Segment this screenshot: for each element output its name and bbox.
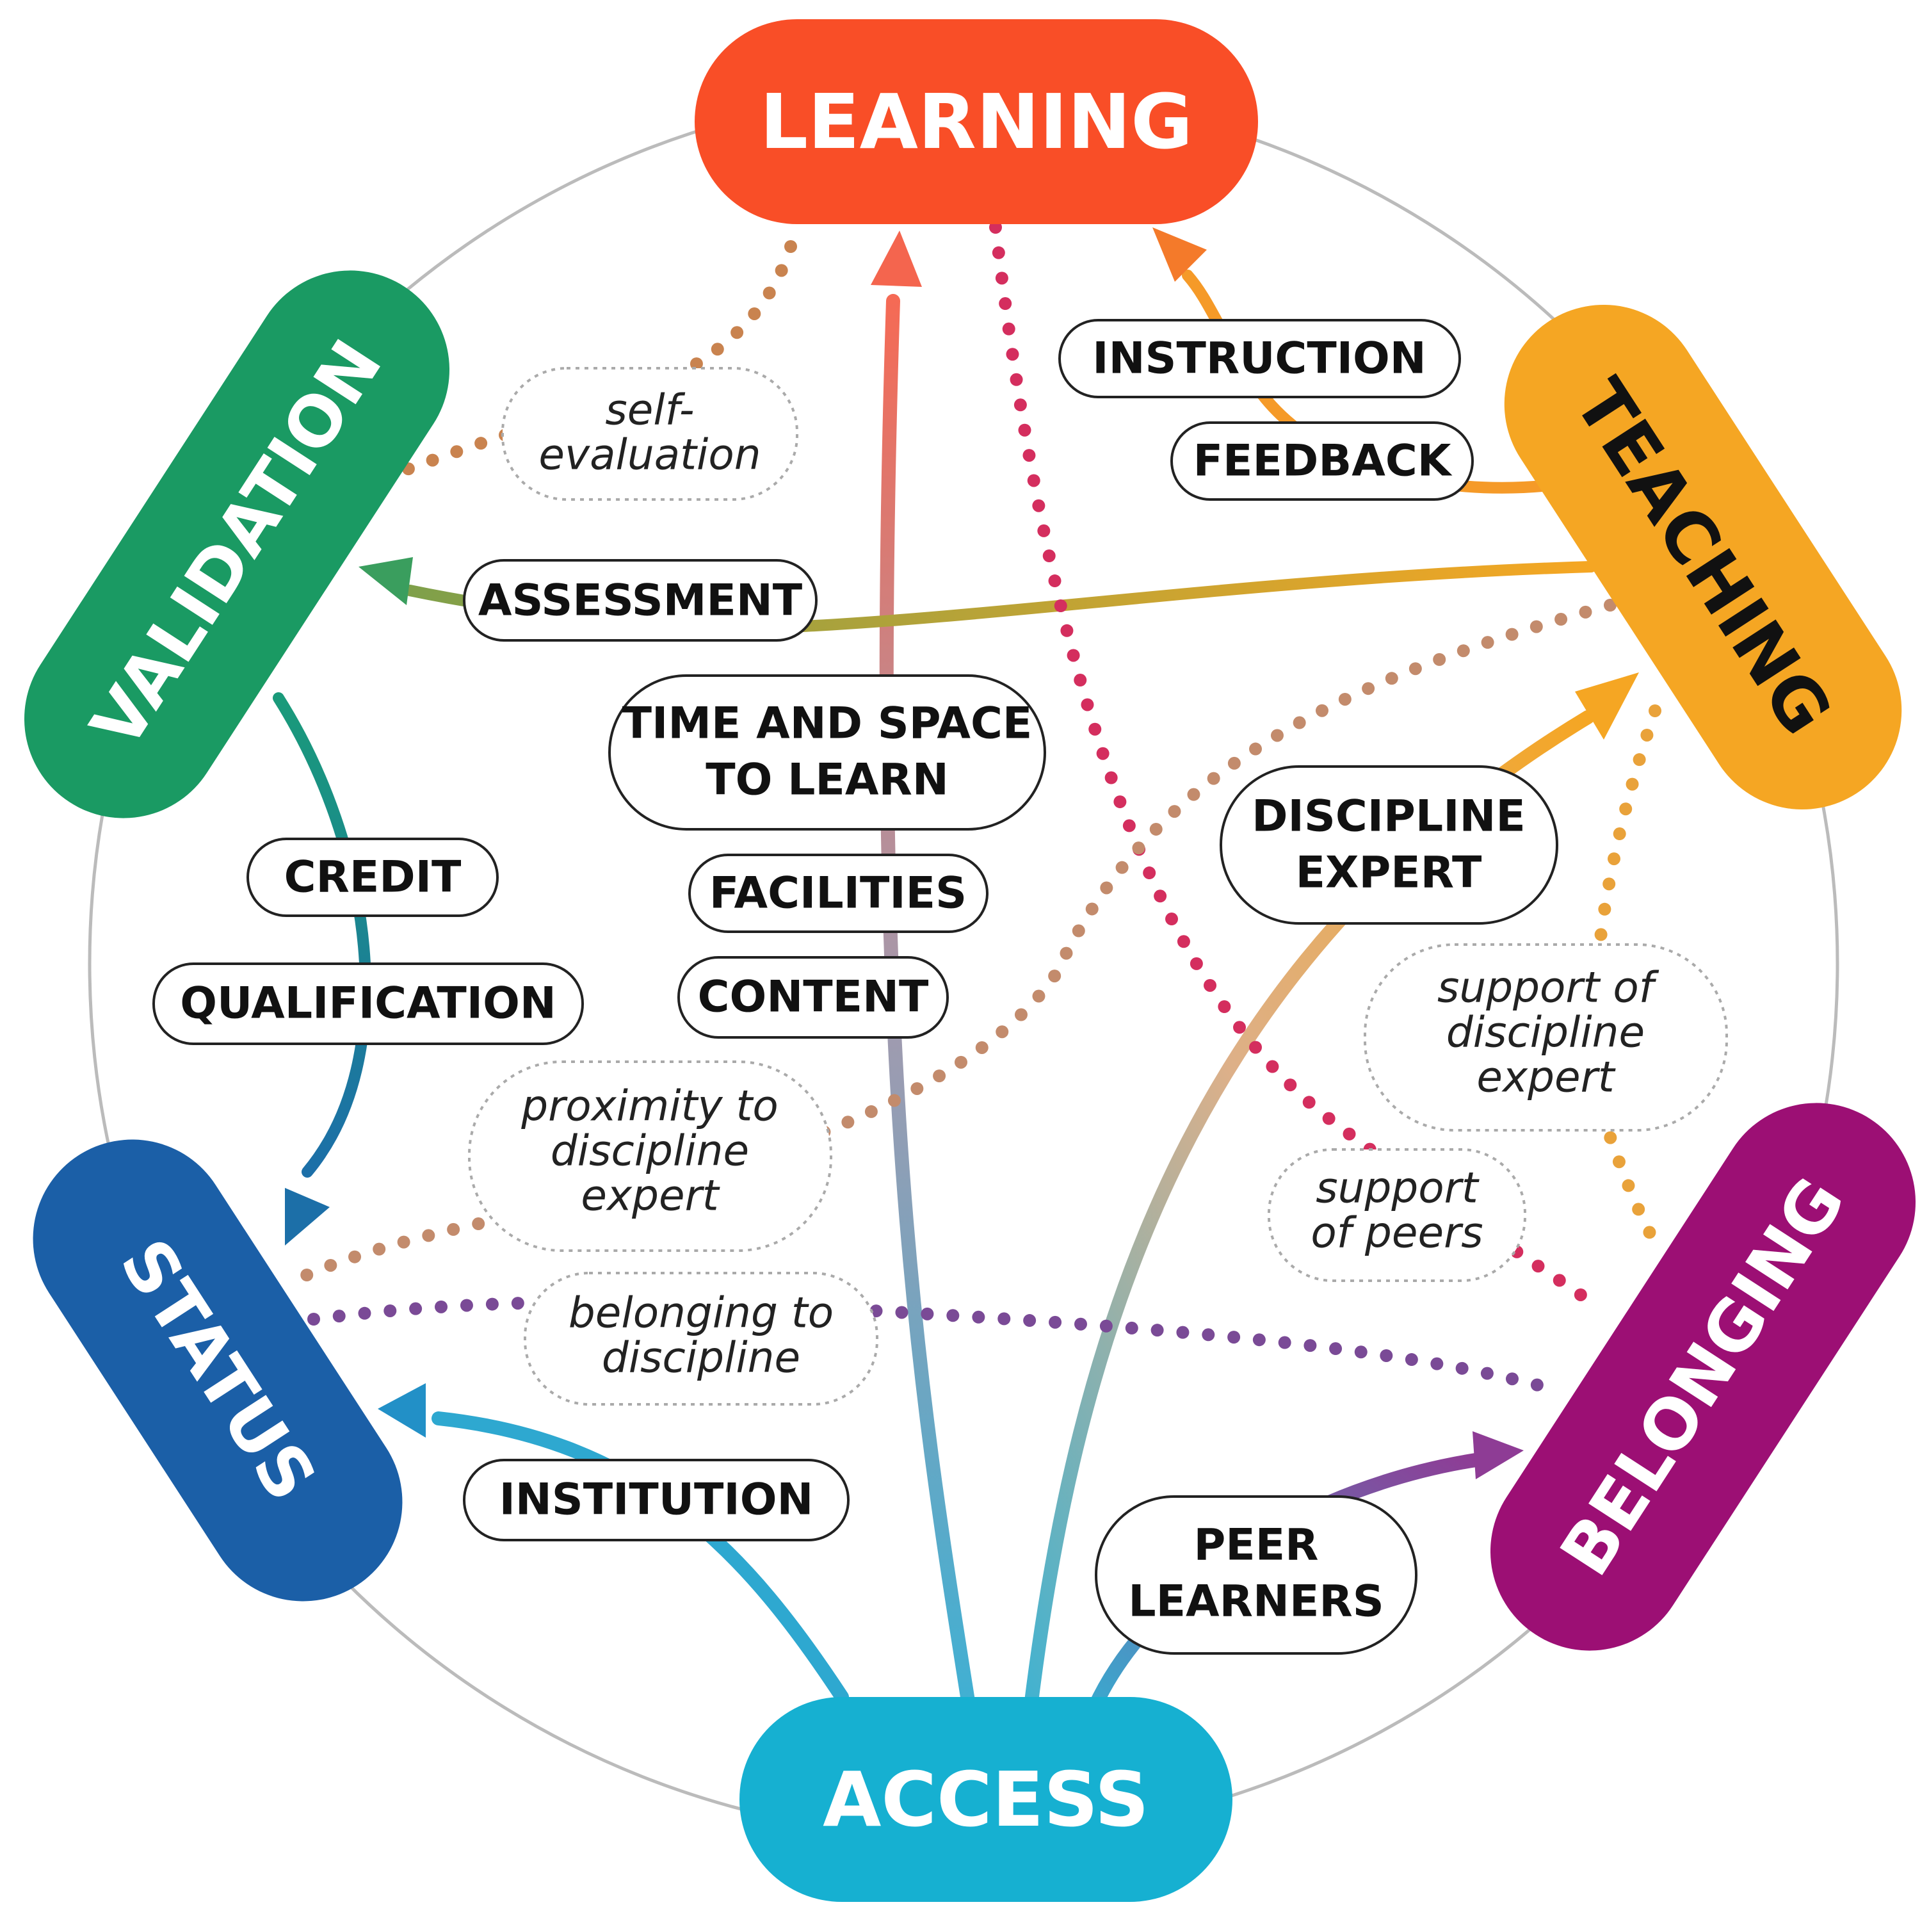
svg-text:support: support [1316, 1164, 1480, 1213]
node-access[interactable]: ACCESS [739, 1697, 1232, 1902]
svg-text:expert: expert [581, 1171, 720, 1221]
arrowhead-teaching [1575, 672, 1639, 740]
arrowhead-belonging [1473, 1431, 1524, 1479]
svg-text:expert: expert [1476, 1053, 1615, 1102]
arrowhead-status-2 [285, 1188, 330, 1246]
note-self-evaluation: self- evaluation [501, 367, 798, 501]
svg-text:FACILITIES: FACILITIES [709, 868, 967, 919]
dotted-support-peers [989, 221, 1594, 1306]
svg-text:discipline: discipline [602, 1333, 800, 1383]
svg-text:support of: support of [1437, 963, 1659, 1012]
note-support-expert: support of discipline expert [1364, 943, 1728, 1132]
svg-text:DISCIPLINE: DISCIPLINE [1252, 791, 1526, 842]
svg-text:CONTENT: CONTENT [698, 972, 929, 1023]
factor-institution: INSTITUTION [463, 1459, 850, 1541]
node-validation[interactable]: VALIDATION [0, 232, 487, 856]
svg-text:proximity to: proximity to [521, 1082, 779, 1131]
svg-text:discipline: discipline [551, 1126, 749, 1176]
node-learning[interactable]: LEARNING [695, 19, 1258, 224]
factor-credit: CREDIT [246, 838, 499, 917]
note-support-peers: support of peers [1268, 1148, 1526, 1282]
node-access-label: ACCESS [823, 1755, 1149, 1844]
svg-text:PEER: PEER [1193, 1520, 1318, 1571]
factor-instruction: INSTRUCTION [1058, 319, 1461, 398]
factor-peer-learners: PEER LEARNERS [1095, 1495, 1417, 1655]
arrowhead-learning-2 [1152, 227, 1207, 282]
factor-time-space: TIME AND SPACE TO LEARN [608, 674, 1046, 831]
dotted-belonging-discipline [307, 1295, 1549, 1393]
svg-text:belonging to: belonging to [569, 1288, 834, 1338]
svg-text:evaluation: evaluation [538, 430, 761, 480]
node-belonging[interactable]: BELONGING [1453, 1065, 1929, 1689]
factor-facilities: FACILITIES [688, 854, 989, 933]
svg-text:INSTITUTION: INSTITUTION [499, 1475, 814, 1525]
note-belonging-discipline: belonging to discipline [524, 1272, 878, 1406]
svg-text:FEEDBACK: FEEDBACK [1193, 436, 1453, 487]
factor-qualification: QUALIFICATION [152, 962, 584, 1045]
connector-credit [273, 692, 371, 1178]
arrowhead-status [378, 1383, 426, 1438]
svg-text:TO LEARN: TO LEARN [706, 755, 949, 806]
svg-text:ASSESSMENT: ASSESSMENT [478, 576, 803, 626]
svg-text:TIME AND SPACE: TIME AND SPACE [622, 699, 1033, 749]
svg-text:INSTRUCTION: INSTRUCTION [1092, 334, 1426, 384]
node-teaching[interactable]: TEACHING [1466, 267, 1929, 848]
svg-text:EXPERT: EXPERT [1296, 848, 1482, 898]
dotted-proximity [288, 599, 1617, 1287]
svg-text:of peers: of peers [1311, 1208, 1483, 1258]
svg-text:LEARNERS: LEARNERS [1128, 1577, 1384, 1627]
node-status[interactable]: STATUS [0, 1101, 440, 1639]
svg-text:QUALIFICATION: QUALIFICATION [180, 978, 556, 1029]
factor-assessment: ASSESSMENT [463, 559, 818, 642]
arrowhead-validation [359, 557, 413, 605]
note-proximity: proximity to discipline expert [468, 1060, 832, 1252]
connector-time-space [879, 294, 977, 1720]
svg-text:discipline: discipline [1446, 1008, 1645, 1057]
svg-text:self-: self- [605, 386, 694, 435]
arrowhead-learning [871, 231, 922, 287]
factor-discipline-expert: DISCIPLINE EXPERT [1220, 765, 1558, 925]
svg-text:CREDIT: CREDIT [284, 852, 462, 903]
factor-feedback: FEEDBACK [1170, 421, 1474, 501]
factor-content: CONTENT [677, 956, 949, 1039]
node-learning-label: LEARNING [760, 77, 1193, 166]
